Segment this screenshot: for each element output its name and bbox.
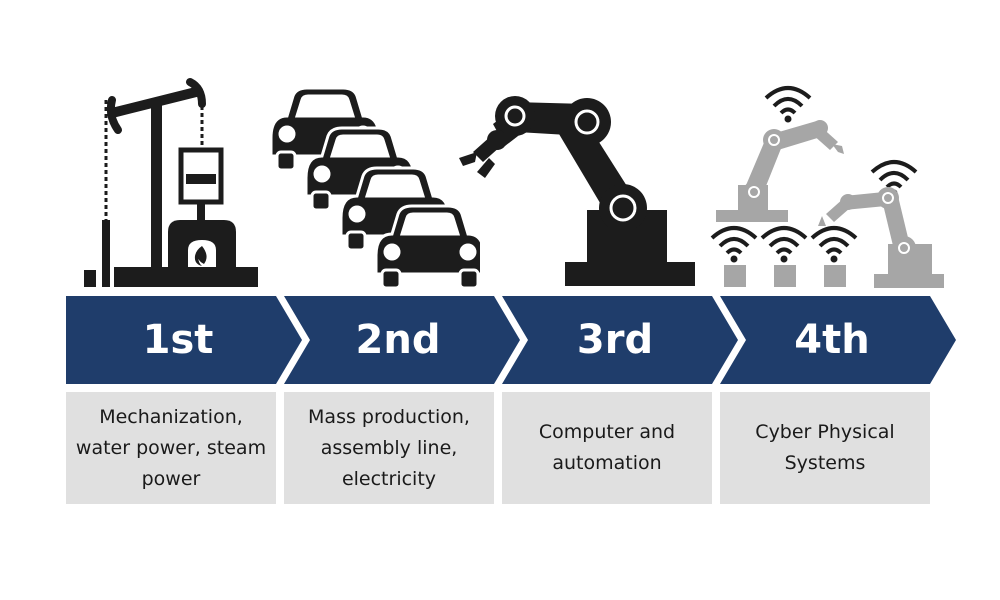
- stage-number-4th: 4th: [794, 317, 870, 363]
- chevron-stage-2: [284, 296, 520, 384]
- stage-number-3rd: 3rd: [576, 317, 654, 363]
- chevron-stage-4: [720, 296, 956, 384]
- stage-description-2nd: Mass production, assembly line, electric…: [284, 392, 494, 504]
- chevron-stage-1: [66, 296, 302, 384]
- stage-description-1st: Mechanization, water power, steam power: [66, 392, 276, 504]
- stage-description-4th: Cyber Physical Systems: [720, 392, 930, 504]
- robot-arm-icon: [459, 96, 695, 286]
- stage-number-2nd: 2nd: [355, 317, 441, 363]
- chevron-stage-3: [502, 296, 738, 384]
- stage-description-3rd: Computer and automation: [502, 392, 712, 504]
- connected-robots-icon: [710, 86, 944, 288]
- steam-engine-icon: [84, 78, 258, 287]
- stage-number-1st: 1st: [142, 317, 214, 363]
